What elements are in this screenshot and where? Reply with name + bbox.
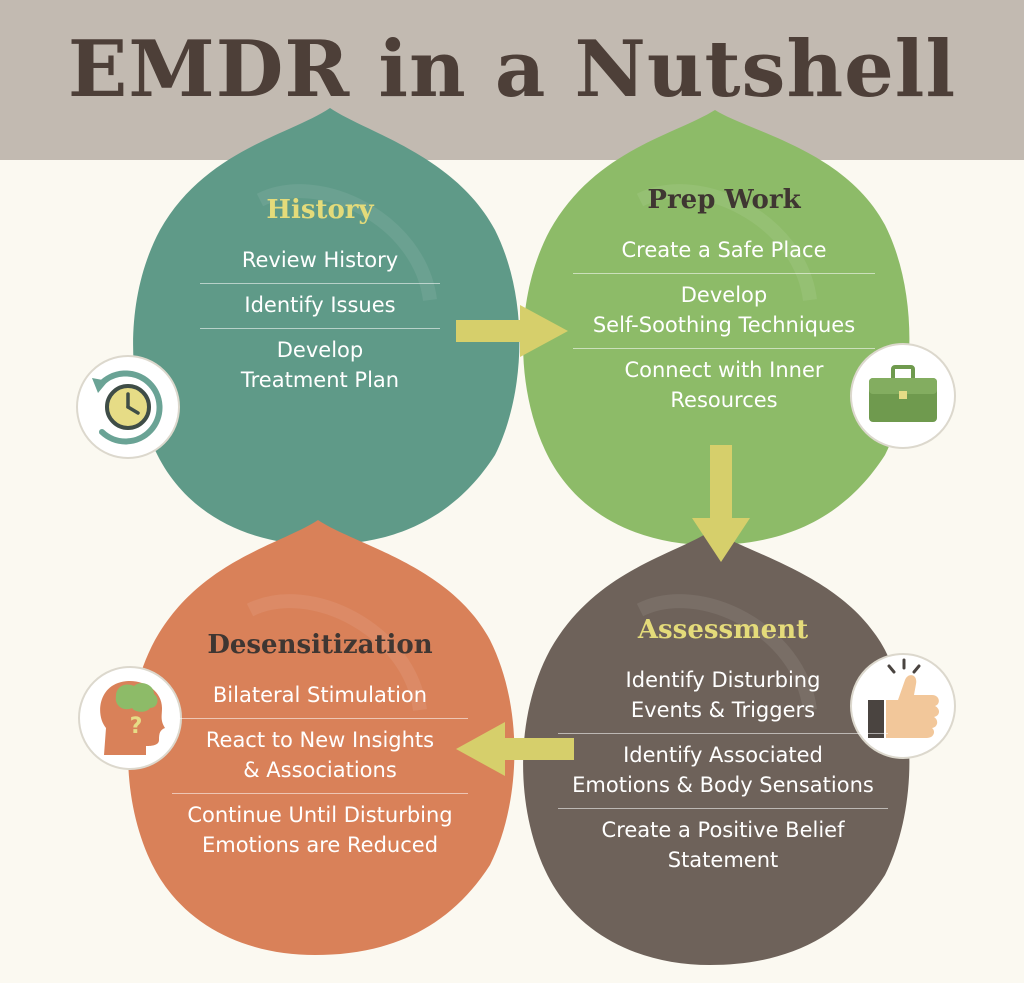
desensitization-leaf (128, 520, 515, 955)
step-item: Create a Safe Place (573, 229, 875, 274)
phase-steps: Review History Identify Issues Develop T… (200, 239, 440, 403)
arrow-history-to-prep (456, 305, 568, 357)
phase-title: Prep Work (647, 185, 801, 215)
step-item: Develop Treatment Plan (240, 338, 400, 392)
phase-prep-work: Prep Work Create a Safe Place Develop Se… (573, 183, 875, 423)
head-question-icon: ? (100, 680, 165, 755)
arrow-prep-to-assessment (692, 445, 750, 562)
history-leaf (133, 108, 520, 545)
phase-title: Desensitization (207, 630, 433, 660)
briefcase-icon (869, 365, 937, 422)
phase-title: Assessment (637, 615, 809, 645)
desensitization-badge: ? (78, 666, 182, 770)
thumbs-up-icon (868, 658, 940, 738)
phase-steps: Identify Disturbing Events & Triggers Id… (558, 659, 888, 883)
step-item: Connect with Inner Resources (624, 358, 824, 412)
assessment-leaf (523, 530, 910, 965)
phase-steps: Bilateral Stimulation React to New Insig… (172, 674, 468, 868)
clock-icon (92, 370, 163, 445)
history-badge (76, 355, 180, 459)
phase-title: History (266, 195, 374, 225)
step-item: Identify Associated Emotions & Body Sens… (558, 734, 888, 809)
step-item: React to New Insights & Associations (172, 719, 468, 794)
page-title: EMDR in a Nutshell (67, 24, 957, 115)
step-item: Continue Until Disturbing Emotions are R… (187, 803, 453, 857)
step-item: Create a Positive Belief Statement (601, 818, 845, 872)
prep-work-leaf (523, 110, 910, 545)
assessment-badge (850, 653, 956, 759)
step-item: Bilateral Stimulation (172, 674, 468, 719)
decorative-swirls (246, 184, 817, 712)
phase-steps: Create a Safe Place Develop Self-Soothin… (573, 229, 875, 423)
step-item: Identify Issues (200, 284, 440, 329)
step-item: Review History (200, 239, 440, 284)
phase-assessment: Assessment Identify Disturbing Events & … (558, 613, 888, 883)
header-band (0, 0, 1024, 160)
phase-desensitization: Desensitization Bilateral Stimulation Re… (172, 628, 468, 868)
arrow-assessment-to-desensitization (456, 722, 574, 776)
phase-history: History Review History Identify Issues D… (200, 193, 440, 403)
step-item: Develop Self-Soothing Techniques (573, 274, 875, 349)
svg-text:?: ? (130, 714, 143, 739)
step-item: Identify Disturbing Events & Triggers (558, 659, 888, 734)
prep-work-badge (850, 343, 956, 449)
